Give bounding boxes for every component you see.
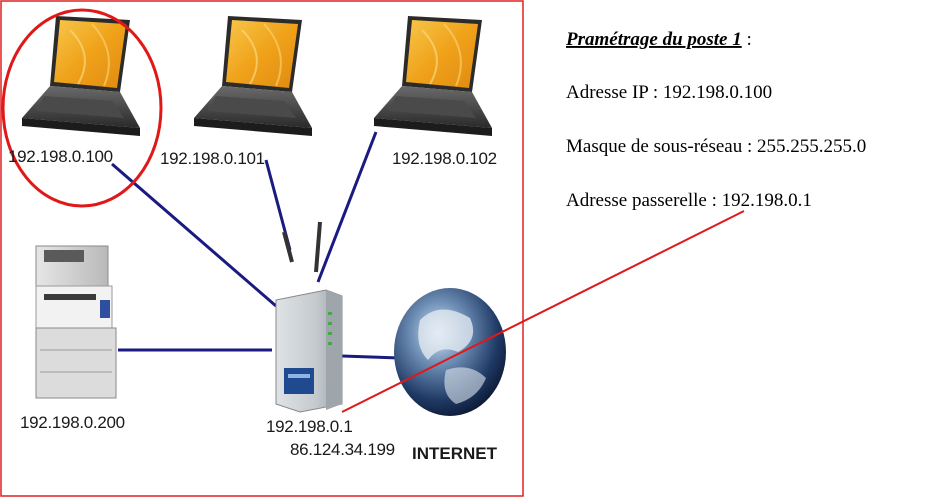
param-ip-address: Adresse IP : 192.198.0.100 — [566, 82, 772, 103]
globe-icon — [394, 288, 506, 416]
link-router-internet — [341, 354, 401, 360]
link-host1-router — [111, 162, 277, 308]
diagram-frame — [0, 0, 524, 497]
param-gateway: Adresse passerelle : 192.198.0.1 — [566, 190, 812, 211]
host1-highlight-circle — [1, 8, 163, 208]
host2-ip-label: 192.198.0.101 — [160, 149, 265, 168]
printer-icon — [35, 245, 117, 399]
router-lan-ip-label: 192.198.0.1 — [266, 417, 353, 436]
link-host3-router — [316, 131, 378, 283]
host3-ip-label: 192.198.0.102 — [392, 149, 497, 168]
parametrage-title-line: Pramétrage du poste 1 : — [565, 29, 752, 50]
router-wan-ip-label: 86.124.34.199 — [290, 440, 395, 459]
gateway-annotation-line — [341, 210, 745, 413]
parametrage-colon: : — [742, 29, 752, 50]
internet-label: INTERNET — [412, 444, 498, 463]
laptop-1-icon — [22, 16, 140, 136]
printer-ip-label: 192.198.0.200 — [20, 413, 125, 432]
parametrage-title: Pramétrage du poste 1 — [565, 29, 742, 50]
laptop-3-icon — [374, 16, 492, 136]
host1-ip-label: 192.198.0.100 — [8, 147, 113, 166]
router-icon — [275, 221, 343, 413]
laptop-2-icon — [194, 16, 312, 136]
parametrage-panel: Pramétrage du poste 1 : Adresse IP : 192… — [565, 29, 866, 211]
param-subnet-mask: Masque de sous-réseau : 255.255.255.0 — [566, 136, 866, 157]
